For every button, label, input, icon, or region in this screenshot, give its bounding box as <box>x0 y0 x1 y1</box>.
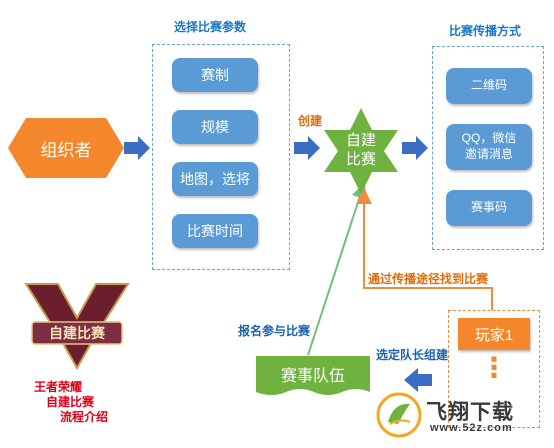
params-title: 选择比赛参数 <box>173 20 246 34</box>
params-group <box>152 44 290 270</box>
logo-caption-0: 王者荣耀 <box>33 380 82 394</box>
arrow-spread-to-create <box>356 188 493 310</box>
player-node: 玩家1 <box>458 318 530 350</box>
params-item-1: 规模 <box>172 110 258 144</box>
spread-item-0: 二维码 <box>446 68 532 104</box>
params-item-0: 赛制 <box>172 58 258 92</box>
player-group <box>448 310 540 428</box>
arrow-player-to-team <box>404 368 432 392</box>
arrow-organizer-to-params <box>124 136 150 160</box>
arrow-params-to-create <box>294 136 320 160</box>
logo-badge-text: 自建比赛 <box>49 325 105 341</box>
edge-signup-label: 报名参与比赛 <box>238 324 311 338</box>
spread-title: 比赛传播方式 <box>448 24 521 38</box>
edge-captain-label: 选定队长组建 <box>376 348 449 362</box>
create-star-label: 自建 比赛 <box>345 132 376 168</box>
spread-item-1: QQ，微信 邀请消息 <box>446 124 532 170</box>
logo-badge <box>24 283 130 371</box>
watermark-url: www.52z.com <box>430 422 513 434</box>
logo-caption-1: 自建比赛 <box>45 395 94 409</box>
edge-create-label: 创建 <box>298 114 323 128</box>
create-star <box>324 108 398 194</box>
organizer-label: 组织者 <box>40 140 92 160</box>
team-label: 赛事队伍 <box>280 368 345 385</box>
watermark-logo-icon <box>376 392 422 438</box>
spread-item-2: 赛事码 <box>446 190 532 226</box>
player-dots: ⋮ <box>480 352 508 383</box>
edge-find-label: 通过传播途径找到比赛 <box>368 272 489 286</box>
arrow-team-to-create <box>307 182 368 356</box>
arrow-create-to-spread <box>402 136 428 160</box>
watermark-brand: 飞翔下载 <box>426 401 514 424</box>
organizer-node <box>8 118 124 178</box>
team-node <box>256 356 370 395</box>
logo-caption-2: 流程介绍 <box>59 410 108 424</box>
spread-group <box>432 46 544 250</box>
params-item-3: 比赛时间 <box>172 214 258 248</box>
params-item-2: 地图，选将 <box>172 162 258 196</box>
